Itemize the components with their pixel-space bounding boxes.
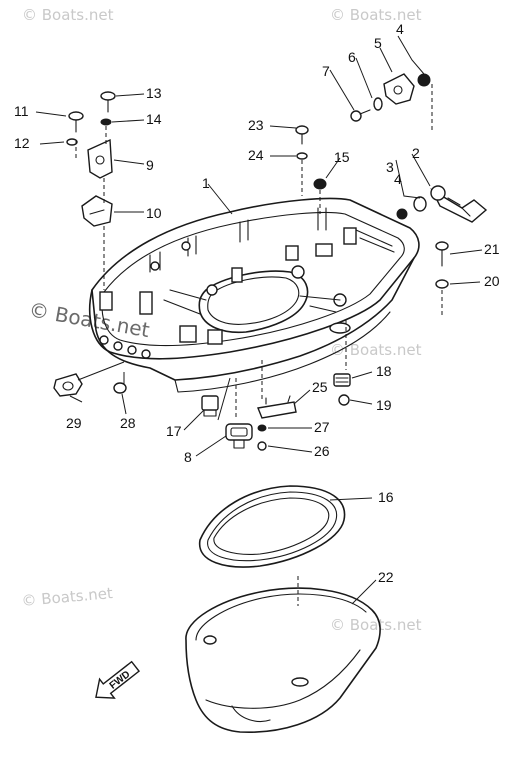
part-24-washer [296, 152, 308, 160]
part-5-bracket [383, 73, 415, 105]
callout-5: 5 [374, 35, 382, 51]
callout-20: 20 [484, 273, 500, 289]
part-19-screw [338, 394, 350, 406]
callout-4-upper: 4 [396, 21, 404, 37]
callout-15: 15 [334, 149, 350, 165]
part-21-bolt [435, 241, 449, 267]
callout-3: 3 [386, 159, 394, 175]
callout-22: 22 [378, 569, 394, 585]
part-8-grommet [225, 423, 253, 449]
part-16-seal [198, 485, 346, 568]
part-10-plate [81, 195, 113, 227]
callout-8: 8 [184, 449, 192, 465]
callout-11: 11 [14, 103, 29, 119]
callout-23: 23 [248, 117, 264, 133]
callout-14: 14 [146, 111, 162, 127]
part-4-collar-lower [396, 208, 408, 220]
watermark-top-right: © Boats.net [330, 6, 422, 24]
callout-6: 6 [348, 49, 356, 65]
callout-17: 17 [166, 423, 182, 439]
part-28-grommet [113, 382, 127, 394]
part-14-washer [100, 118, 112, 126]
callout-7: 7 [322, 63, 330, 79]
part-26-screw [257, 441, 267, 451]
part-2-lever [430, 185, 488, 223]
part-15-plug [313, 178, 327, 190]
callout-1: 1 [202, 175, 210, 191]
part-17-clip [201, 395, 219, 417]
watermark-top-left: © Boats.net [22, 6, 114, 24]
part-11-screw [68, 111, 84, 133]
callout-27: 27 [314, 419, 330, 435]
fwd-direction-arrow: FWD [95, 660, 141, 699]
part-4-collar-upper [417, 73, 431, 87]
callout-2: 2 [412, 145, 420, 161]
callout-29: 29 [66, 415, 82, 431]
part-1-bottom-cowling [88, 197, 420, 393]
part-3-washer [413, 196, 427, 212]
watermark-mid-right: © Boats.net [330, 341, 422, 359]
callout-28: 28 [120, 415, 136, 431]
callout-24: 24 [248, 147, 264, 163]
part-23-screw [295, 125, 309, 145]
part-13-bolt [100, 91, 116, 113]
part-9-bracket [87, 138, 113, 179]
part-29-plate [53, 373, 83, 397]
part-6-washer [373, 97, 383, 111]
part-27-washer [257, 424, 267, 432]
part-22-lower-cover [185, 587, 381, 733]
callout-13: 13 [146, 85, 162, 101]
callout-18: 18 [376, 363, 392, 379]
part-20-washer [435, 279, 449, 289]
part-18-plug [333, 373, 351, 387]
callout-10: 10 [146, 205, 162, 221]
watermark-layer: © Boats.net © Boats.net © Boats.net © Bo… [21, 6, 422, 634]
watermark-lower-right: © Boats.net [330, 616, 422, 634]
callout-19: 19 [376, 397, 392, 413]
callout-16: 16 [378, 489, 394, 505]
part-12-washer [66, 138, 78, 146]
callout-numbers: 1 2 3 4 4 5 6 7 8 9 10 11 12 13 14 15 16… [14, 21, 500, 585]
part-25-bracket [257, 395, 297, 419]
callout-4-lower: 4 [394, 171, 402, 187]
callout-25: 25 [312, 379, 328, 395]
part-7-screw [350, 109, 371, 122]
callout-21: 21 [484, 241, 500, 257]
callout-26: 26 [314, 443, 330, 459]
watermark-lower-left: © Boats.net [21, 584, 114, 610]
leader-lines [35, 35, 483, 606]
callout-9: 9 [146, 157, 154, 173]
callout-12: 12 [14, 135, 30, 151]
